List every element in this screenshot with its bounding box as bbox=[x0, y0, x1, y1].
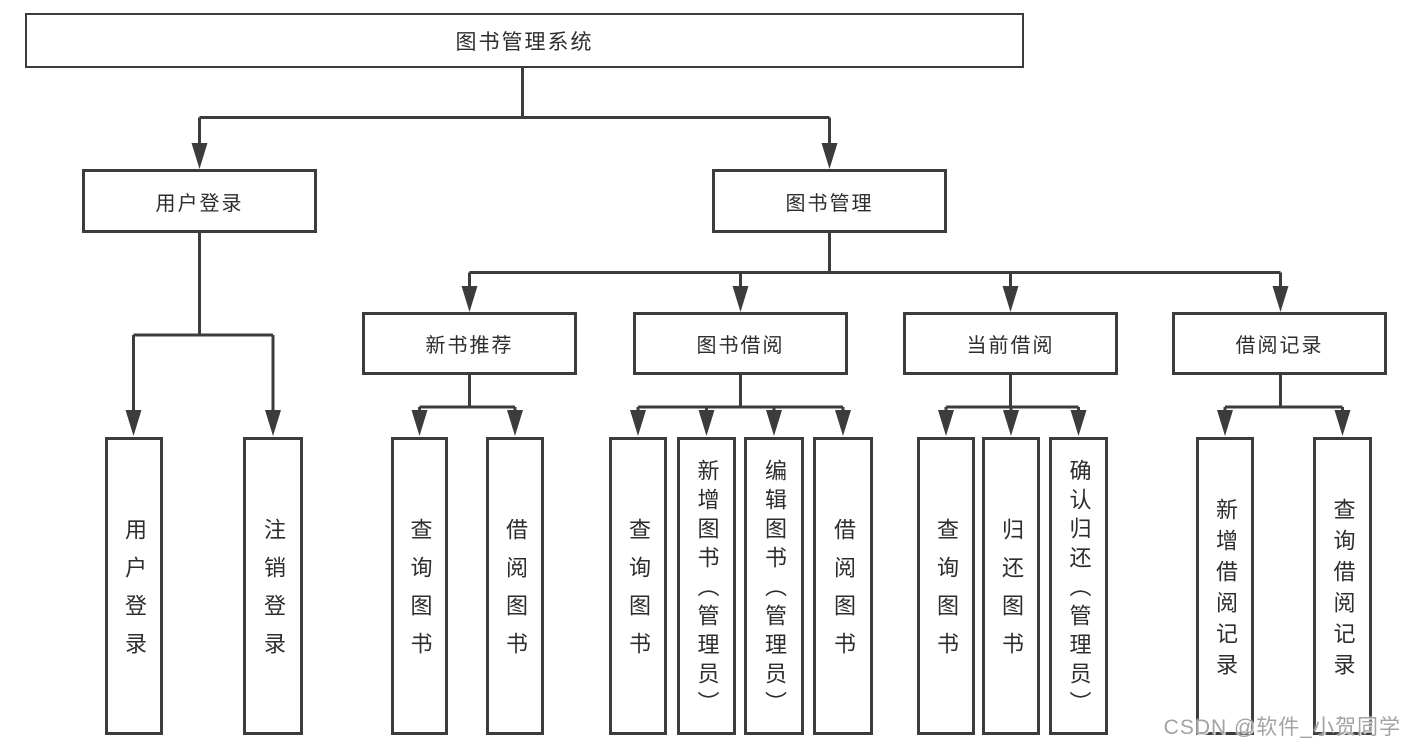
leaf-label: 查询借阅记录 bbox=[1330, 497, 1356, 684]
leaf-edit-book-admin: 编辑图书（管理员） bbox=[744, 437, 804, 735]
leaf-label: 新增借阅记录 bbox=[1213, 497, 1238, 684]
arrow-icon bbox=[835, 410, 851, 436]
leaf-label: 编辑图书（管理员） bbox=[762, 459, 787, 720]
arrow-icon bbox=[265, 410, 281, 436]
arrow-icon bbox=[766, 410, 782, 436]
leaf-add-book-admin: 新增图书（管理员） bbox=[677, 437, 736, 735]
leaf-label: 确认归还（管理员） bbox=[1066, 459, 1092, 720]
node-library-management-system: 图书管理系统 bbox=[25, 13, 1024, 68]
arrow-icon bbox=[1002, 286, 1019, 312]
leaf-query-books-borrow: 查询图书 bbox=[609, 437, 667, 735]
leaf-logout: 注销登录 bbox=[243, 437, 303, 735]
leaf-borrow-books: 借阅图书 bbox=[813, 437, 873, 735]
leaf-label: 归还图书 bbox=[999, 518, 1024, 670]
leaf-query-books-current: 查询图书 bbox=[917, 437, 975, 735]
node-book-management: 图书管理 bbox=[712, 169, 947, 233]
arrow-icon bbox=[1217, 410, 1233, 436]
leaf-label: 查询图书 bbox=[934, 518, 959, 670]
leaf-label: 新增图书（管理员） bbox=[694, 459, 720, 720]
arrow-icon bbox=[125, 410, 142, 436]
arrow-icon bbox=[1272, 286, 1289, 312]
watermark-text: CSDN @软件_小贺同学 bbox=[1163, 716, 1401, 739]
arrow-icon bbox=[1070, 410, 1087, 436]
arrow-icon bbox=[191, 143, 208, 169]
arrow-icon bbox=[698, 410, 715, 436]
leaf-label: 查询图书 bbox=[407, 518, 433, 670]
tree-edges bbox=[132, 68, 1344, 412]
node-new-book-recommend: 新书推荐 bbox=[362, 312, 577, 375]
leaf-label: 借阅图书 bbox=[831, 518, 856, 670]
arrow-icon bbox=[507, 410, 523, 436]
arrow-icon bbox=[821, 143, 838, 169]
leaf-label: 借阅图书 bbox=[503, 518, 528, 670]
node-user-login: 用户登录 bbox=[82, 169, 317, 233]
leaf-confirm-return-admin: 确认归还（管理员） bbox=[1049, 437, 1108, 735]
arrow-icon bbox=[938, 410, 954, 436]
node-borrow-records: 借阅记录 bbox=[1172, 312, 1387, 375]
arrow-icon bbox=[411, 410, 428, 436]
leaf-return-book: 归还图书 bbox=[982, 437, 1040, 735]
leaf-add-borrow-record: 新增借阅记录 bbox=[1196, 437, 1254, 735]
leaf-query-books-recommend: 查询图书 bbox=[391, 437, 448, 735]
arrow-icon bbox=[461, 286, 478, 312]
leaf-borrow-books-recommend: 借阅图书 bbox=[486, 437, 544, 735]
leaf-label: 注销登录 bbox=[261, 518, 286, 670]
leaf-query-borrow-record: 查询借阅记录 bbox=[1313, 437, 1372, 735]
arrow-icon bbox=[1003, 410, 1019, 436]
arrow-icon bbox=[630, 410, 646, 436]
leaf-label: 用户登录 bbox=[122, 518, 147, 670]
node-current-borrow: 当前借阅 bbox=[903, 312, 1118, 375]
leaf-label: 查询图书 bbox=[626, 518, 651, 670]
arrow-icon bbox=[1334, 410, 1351, 436]
arrow-icon bbox=[732, 286, 749, 312]
node-book-borrow: 图书借阅 bbox=[633, 312, 848, 375]
leaf-user-login: 用户登录 bbox=[105, 437, 163, 735]
arrowheads bbox=[125, 143, 1351, 436]
